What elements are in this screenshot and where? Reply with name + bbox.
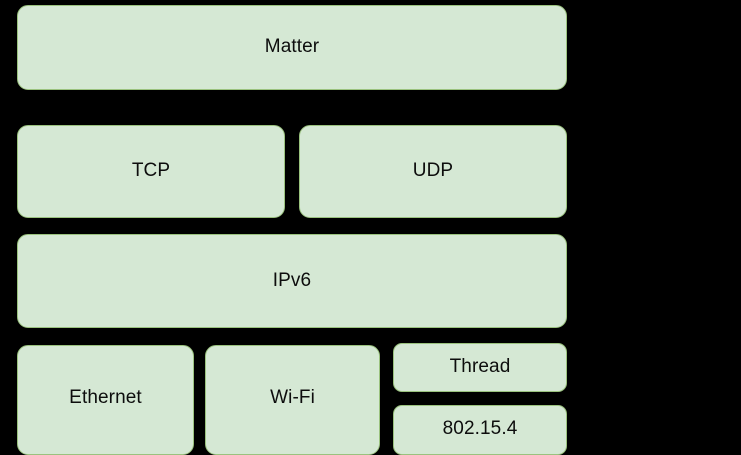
node-ipv6-label: IPv6 bbox=[272, 269, 312, 291]
node-ieee802154-label: 802.15.4 bbox=[442, 417, 518, 439]
node-thread-label: Thread bbox=[449, 356, 511, 378]
node-tcp-label: TCP bbox=[131, 160, 171, 182]
node-ethernet-label: Ethernet bbox=[69, 386, 142, 408]
node-udp-label: UDP bbox=[412, 160, 454, 182]
node-ethernet[interactable]: Ethernet bbox=[17, 345, 194, 455]
node-thread[interactable]: Thread bbox=[393, 343, 567, 392]
node-tcp[interactable]: TCP bbox=[17, 125, 285, 218]
node-ieee802154[interactable]: 802.15.4 bbox=[393, 405, 567, 455]
node-wifi[interactable]: Wi-Fi bbox=[205, 345, 380, 455]
node-udp[interactable]: UDP bbox=[299, 125, 567, 218]
node-matter[interactable]: Matter bbox=[17, 5, 567, 90]
node-matter-label: Matter bbox=[264, 36, 320, 58]
node-ipv6[interactable]: IPv6 bbox=[17, 234, 567, 328]
node-wifi-label: Wi-Fi bbox=[270, 386, 315, 408]
